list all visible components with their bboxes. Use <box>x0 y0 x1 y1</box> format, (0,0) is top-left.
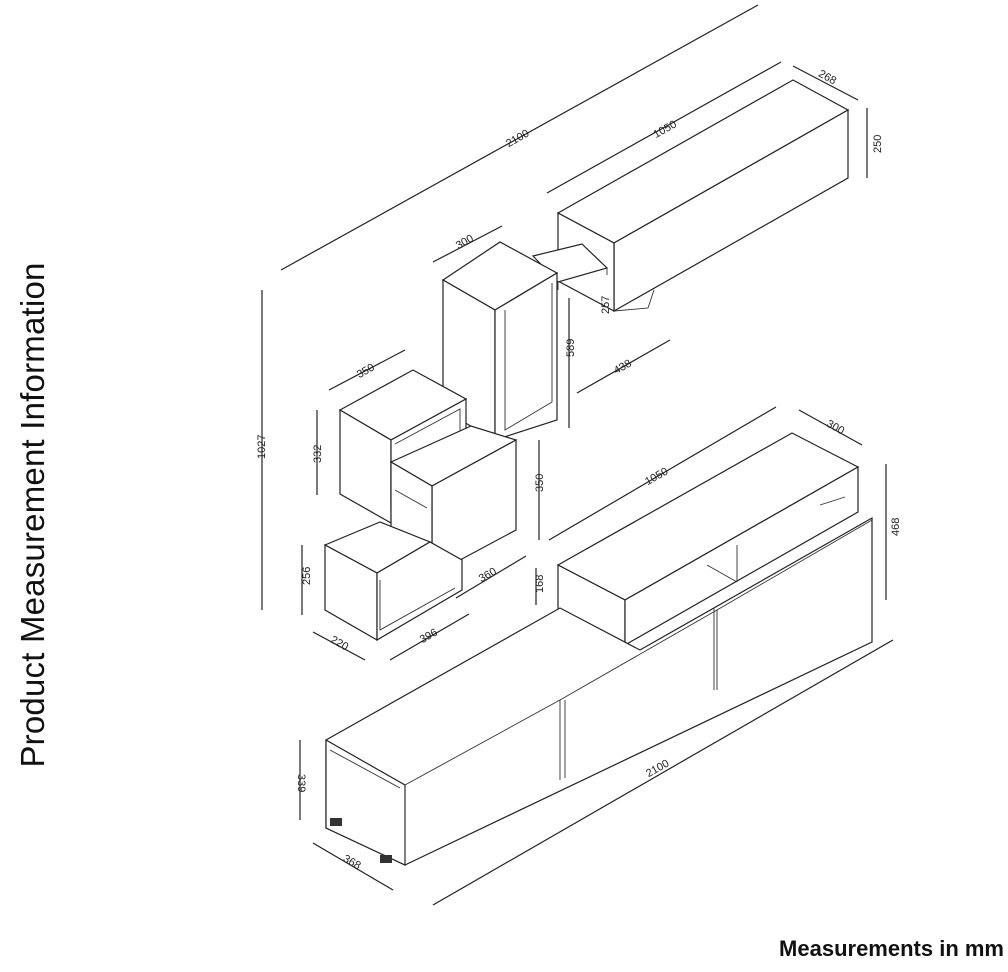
tv-main-unit <box>325 516 873 866</box>
dim-wall-cabinet-height: 250 <box>872 135 884 153</box>
dim-left-box-width: 350 <box>355 362 377 381</box>
dim-bottom-box-width: 396 <box>418 627 440 646</box>
dim-wall-cabinet-depth: 268 <box>816 68 838 87</box>
dim-left-box-height: 332 <box>312 445 324 463</box>
units-note: Measurements in mm <box>779 936 1004 961</box>
dim-tv-unit-total-height: 468 <box>890 518 902 536</box>
dim-tv-unit-depth: 368 <box>341 853 363 872</box>
dim-top-unit-height: 168 <box>534 575 546 593</box>
dim-bottom-box-height: 256 <box>301 567 313 585</box>
dim-middle-box-height: 350 <box>534 474 546 492</box>
wall-cabinet <box>556 79 850 313</box>
dim-tv-unit-width: 2100 <box>644 758 671 780</box>
dim-wall-cabinet-width: 1050 <box>652 118 679 140</box>
dim-top-unit-width: 1050 <box>643 466 670 488</box>
dimension-lines <box>261 4 894 906</box>
dim-upper-total-width: 2100 <box>504 128 531 150</box>
bottom-box <box>323 521 463 642</box>
dim-tall-box-width: 300 <box>454 233 476 252</box>
dim-shelf-height: 257 <box>600 296 612 314</box>
dim-middle-box-width: 360 <box>477 566 499 585</box>
dim-shelf-length: 438 <box>612 358 634 377</box>
dim-tall-box-height: 589 <box>565 339 577 357</box>
tv-top-unit <box>556 432 860 647</box>
dim-tv-unit-height: 339 <box>295 774 307 792</box>
dim-overall-height: 1027 <box>256 435 268 459</box>
